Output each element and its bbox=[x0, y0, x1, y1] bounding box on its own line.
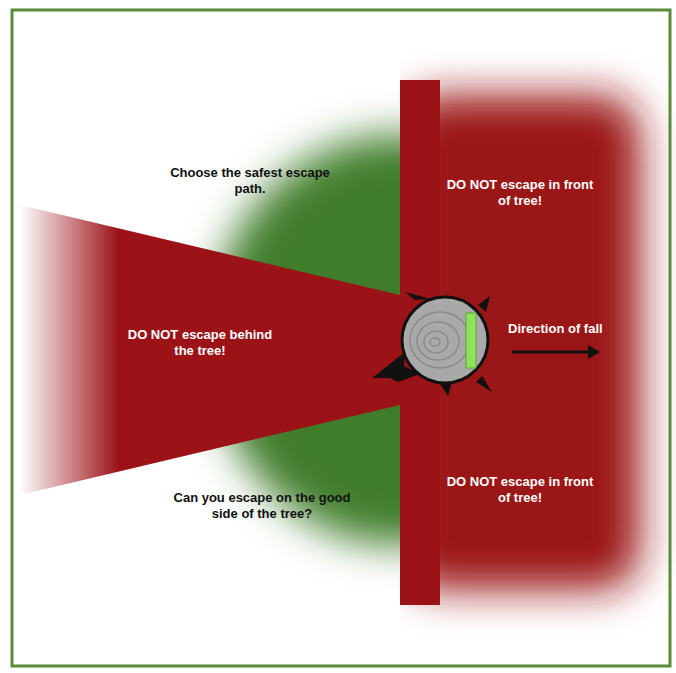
root bbox=[476, 376, 492, 392]
fall-arrowhead bbox=[588, 345, 600, 359]
tree-stump bbox=[402, 297, 488, 383]
root bbox=[405, 292, 430, 300]
warning-label: DO NOT escape behind the tree! bbox=[125, 327, 275, 359]
question-label: Can you escape on the good side of the t… bbox=[162, 490, 362, 522]
warning-label: DO NOT escape in front of tree! bbox=[445, 177, 595, 209]
danger-zone-behind bbox=[20, 205, 400, 495]
direction-label: Direction of fall bbox=[508, 321, 638, 337]
frame bbox=[12, 10, 670, 666]
warning-label: DO NOT escape in front of tree! bbox=[445, 474, 595, 506]
note-label: Choose the safest escape path. bbox=[170, 165, 330, 197]
root bbox=[478, 296, 490, 312]
tree-rings bbox=[410, 312, 470, 368]
hinge bbox=[466, 313, 476, 368]
fall-arrow bbox=[512, 351, 592, 354]
